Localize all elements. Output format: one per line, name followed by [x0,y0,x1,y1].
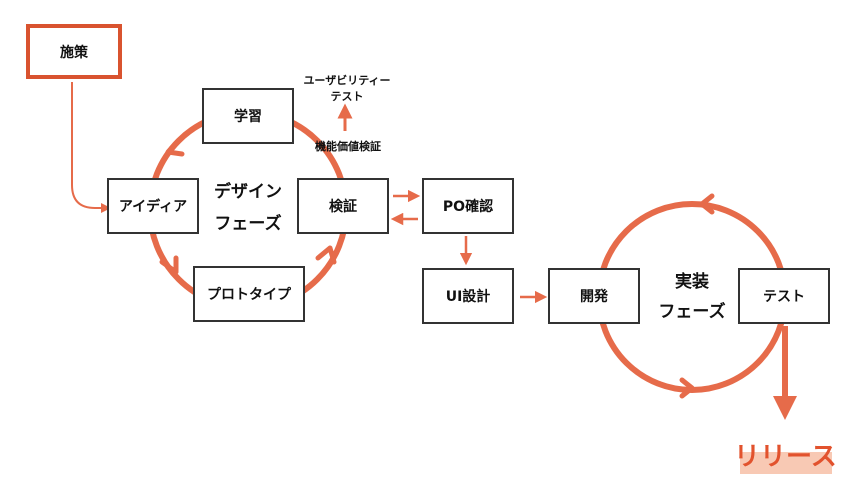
learning-box: 学習 [202,88,294,144]
usability-test-label-line1: ユーザビリティー [303,74,391,87]
impl-phase-label-line2: フェーズ [658,302,726,322]
design-phase-label-line1: デザイン [214,182,282,202]
cycle-arrow-icon [159,255,179,275]
measure-to-idea-arrow [71,82,111,213]
dev-box: 開発 [548,268,640,324]
ui-design-box: UI設計 [422,268,514,324]
idea-box: アイディア [107,178,199,234]
design-phase-label-line2: フェーズ [214,214,282,234]
measure-box: 施策 [26,24,122,79]
verify-box: 検証 [297,178,389,234]
cycle-arrow-icon [315,245,337,265]
usability-test-label-line2: テスト [330,90,364,103]
impl-phase-label-line1: 実装 [675,272,709,292]
test-box: テスト [738,268,830,324]
prototype-box: プロトタイプ [193,266,305,322]
cycle-arrow-icon [699,193,715,215]
release-highlight [740,452,832,474]
release-label: リリース [734,442,837,472]
function-value-label: 機能価値検証 [315,140,381,153]
cycle-arrow-icon [679,377,695,399]
cycle-arrow-icon [165,138,185,157]
po-confirm-box: PO確認 [422,178,514,234]
